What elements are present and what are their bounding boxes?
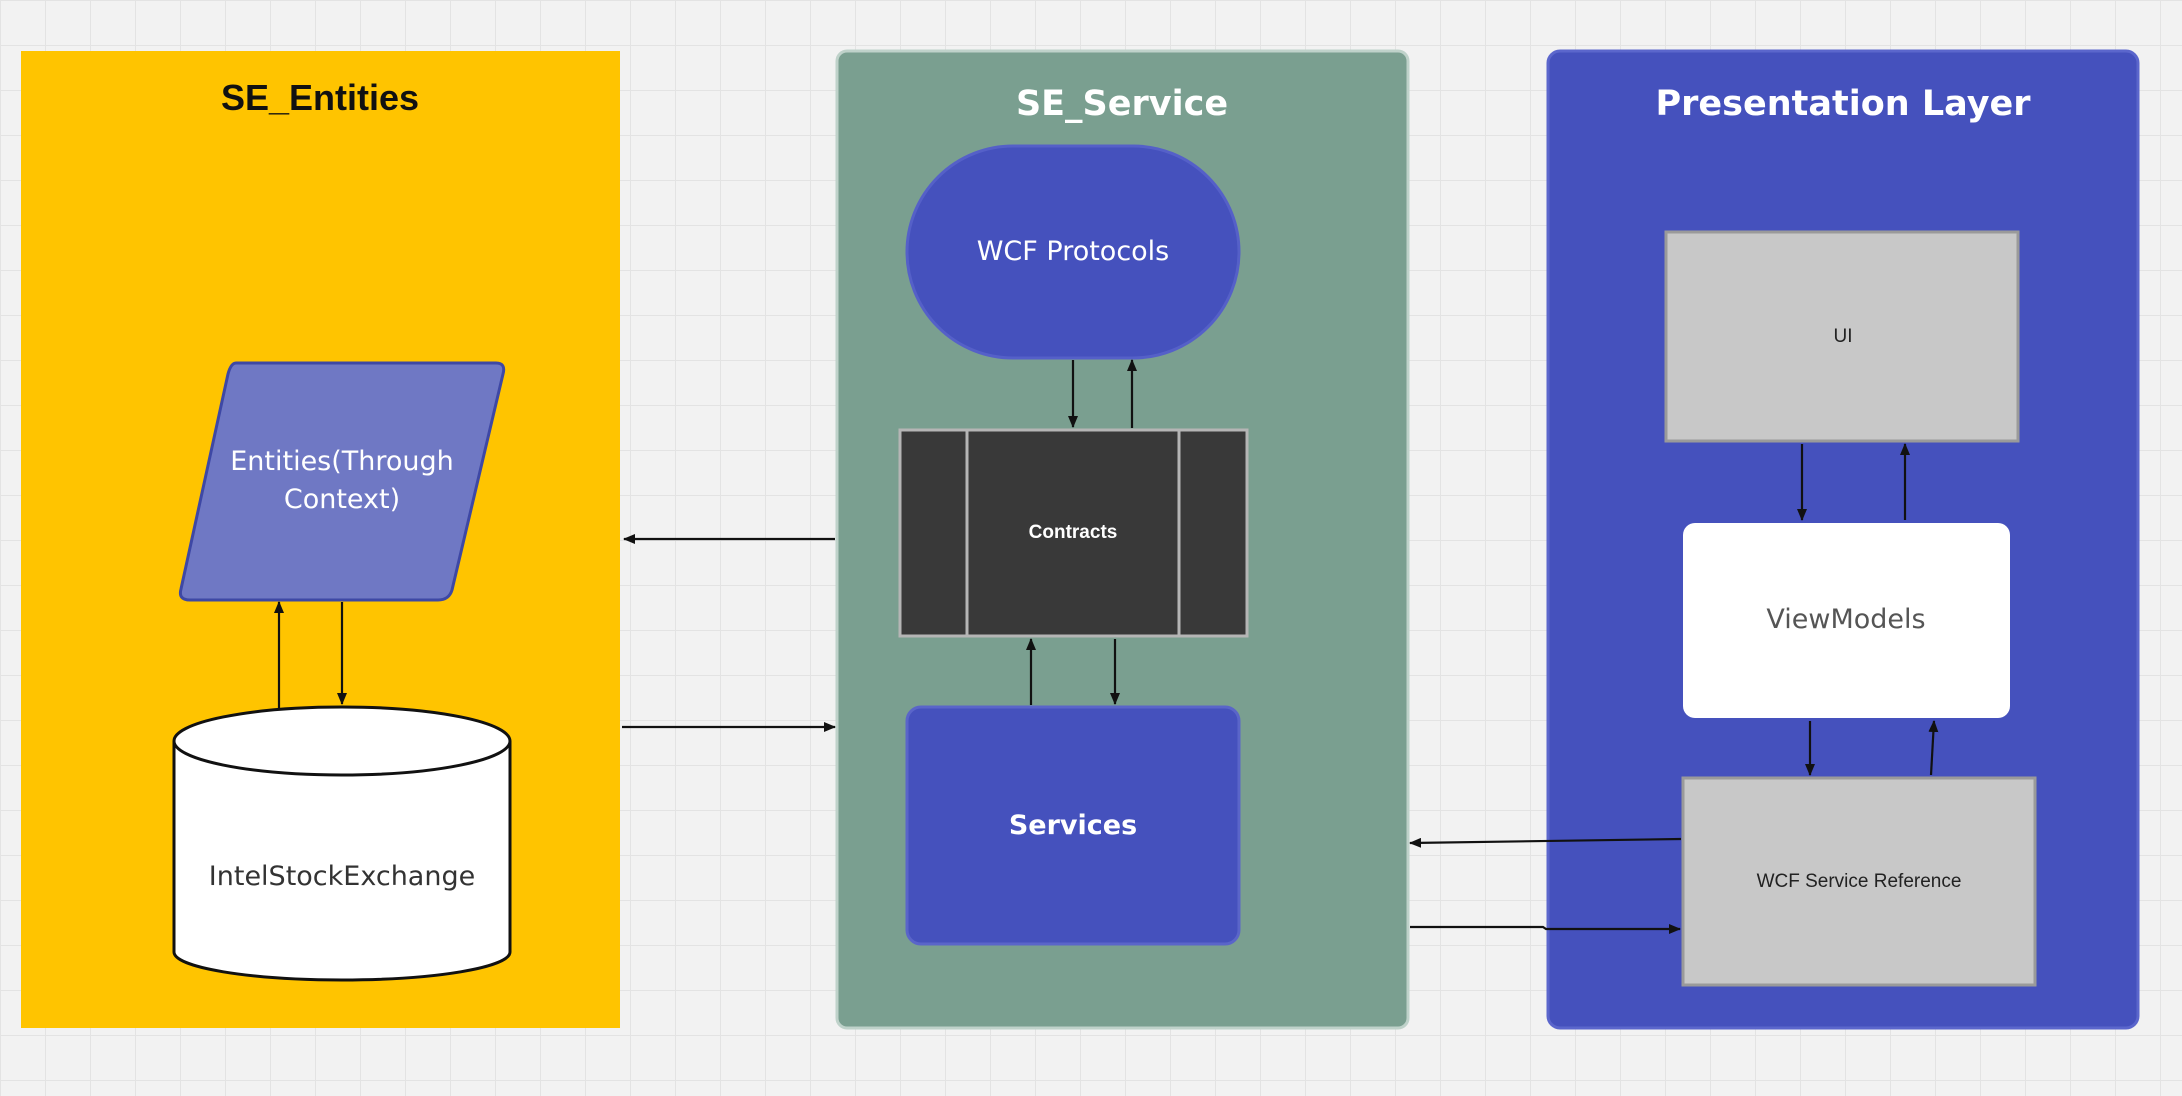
parallelogram-icon — [178, 361, 506, 602]
contracts-node[interactable]: Contracts — [898, 428, 1249, 638]
entities-context-node[interactable]: Entities(Through Context) — [178, 361, 506, 602]
wcf-service-reference-label: WCF Service Reference — [1757, 871, 1962, 892]
entities-panel-title: SE_Entities — [221, 77, 419, 118]
viewmodels-shape — [1683, 523, 2010, 718]
entities-context-label-line2: Context) — [284, 484, 400, 515]
presentation-panel-title: Presentation Layer — [1655, 84, 2031, 124]
wcf-protocols-label: WCF Protocols — [977, 236, 1170, 267]
ui-node[interactable]: UI — [1664, 230, 2020, 443]
database-cylinder-icon — [172, 705, 512, 982]
wcf-service-reference-node[interactable]: WCF Service Reference — [1681, 776, 2037, 987]
services-node[interactable]: Services — [905, 705, 1241, 946]
wcf-protocols-shape — [905, 144, 1241, 360]
service-panel-title: SE_Service — [1016, 84, 1228, 124]
contracts-shape — [898, 428, 1249, 638]
contracts-label: Contracts — [1029, 522, 1118, 543]
wcf-service-reference-shape — [1681, 776, 2037, 987]
arrow-service-to-reference[interactable] — [1410, 924, 1681, 934]
viewmodels-label: ViewModels — [1766, 604, 1925, 635]
database-label: IntelStockExchange — [209, 861, 475, 892]
entities-context-label-line1: Entities(Through — [230, 446, 454, 477]
database-node[interactable]: IntelStockExchange — [172, 705, 512, 982]
ui-shape — [1664, 230, 2020, 443]
connectors — [274, 359, 1939, 934]
arrow-reference-to-viewmodels[interactable] — [1928, 720, 1939, 776]
services-label: Services — [1009, 810, 1137, 841]
viewmodels-node[interactable]: ViewModels — [1683, 523, 2010, 718]
ui-label: UI — [1834, 326, 1853, 347]
arrow-reference-to-service[interactable] — [1409, 837, 1682, 848]
wcf-protocols-node[interactable]: WCF Protocols — [905, 144, 1241, 360]
services-shape — [905, 705, 1241, 946]
